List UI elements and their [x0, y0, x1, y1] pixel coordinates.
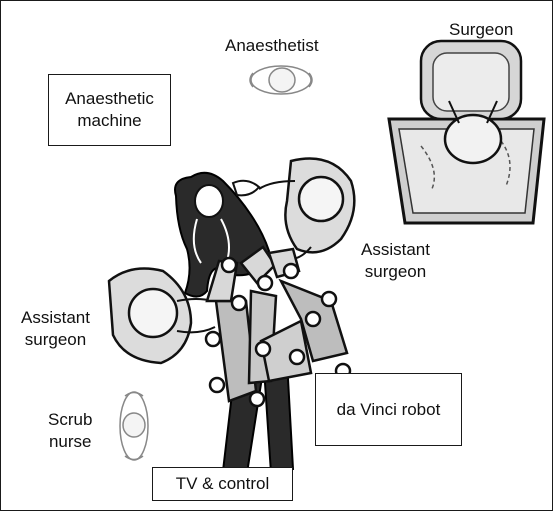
box-anaesthetic-machine: Anaesthetic machine — [48, 74, 171, 146]
scrub-nurse-figure — [120, 392, 148, 460]
box-da-vinci-robot: da Vinci robot — [315, 373, 462, 446]
label-anaesthetist: Anaesthetist — [225, 35, 319, 57]
box-tv-control-text: TV & control — [176, 473, 270, 495]
box-da-vinci-robot-text: da Vinci robot — [337, 399, 441, 421]
anaesthetist-figure — [250, 66, 312, 94]
label-assistant-surgeon-left: Assistant surgeon — [21, 307, 90, 351]
box-tv-control: TV & control — [152, 467, 293, 501]
box-anaesthetic-machine-text: Anaesthetic machine — [65, 88, 154, 132]
label-scrub-nurse: Scrub nurse — [48, 409, 92, 453]
label-assistant-surgeon-right: Assistant surgeon — [361, 239, 430, 283]
label-surgeon: Surgeon — [449, 19, 513, 41]
